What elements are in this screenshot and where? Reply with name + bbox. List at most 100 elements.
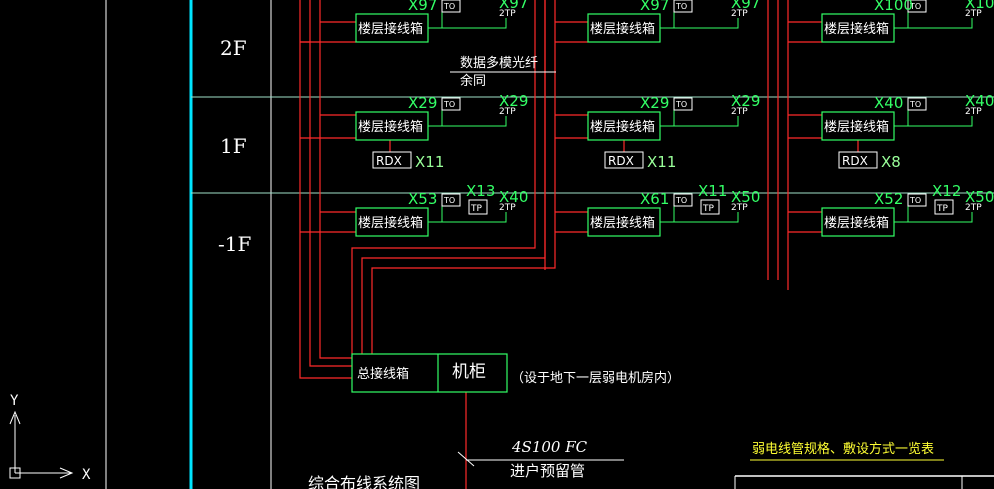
floor-label-2f: 2F (220, 36, 247, 60)
riser-cables (299, 0, 859, 489)
tp2-tag: 2TP (499, 9, 516, 19)
rdx-tag: RDX (376, 154, 402, 168)
to-tag: TO (909, 2, 921, 11)
tp-count: X13 (466, 182, 495, 200)
floor-box-label: 楼层接线箱 (824, 119, 889, 135)
rdx-box (372, 151, 412, 169)
to-socket (441, 97, 461, 111)
floor-box-label: 楼层接线箱 (824, 21, 889, 37)
tp2-count: X29 (499, 92, 528, 110)
box-connector (674, 116, 739, 127)
to-tag: TO (443, 196, 455, 205)
box-connector (442, 18, 507, 29)
main-distribution-box[interactable] (351, 353, 508, 393)
to-count: X97 (640, 0, 669, 14)
to-socket (907, 0, 927, 13)
box-connector (908, 212, 973, 223)
box-connector (908, 116, 973, 127)
floor-label-1f: 1F (220, 134, 247, 158)
rdx-box (838, 151, 878, 169)
box-connector (908, 18, 973, 29)
to-count: X40 (874, 94, 903, 112)
to-count: X53 (408, 190, 437, 208)
box-connector (442, 212, 507, 223)
floor-box-label: 楼层接线箱 (590, 215, 655, 231)
tp2-tag: 2TP (731, 107, 748, 117)
rdx-tag: RDX (608, 154, 634, 168)
box-connector (674, 18, 739, 29)
box-connector (674, 212, 739, 223)
tp-count: X11 (698, 182, 727, 200)
to-tag: TO (675, 196, 687, 205)
box-connector (442, 116, 507, 127)
to-tag: TO (909, 196, 921, 205)
tp-socket (934, 199, 954, 215)
to-socket (673, 97, 693, 111)
to-socket (673, 193, 693, 207)
to-socket (441, 193, 461, 207)
conduit-code: 4S100 FC (511, 438, 588, 456)
fiber-note-line2: 余同 (460, 73, 486, 89)
to-socket (441, 0, 461, 13)
tp-socket (700, 199, 720, 215)
to-count: X29 (640, 94, 669, 112)
to-socket (907, 97, 927, 111)
tp2-count: X29 (731, 92, 760, 110)
conduit-desc: 进户预留管 (510, 462, 585, 480)
tp-socket (468, 199, 488, 215)
conduit-tick (457, 451, 475, 467)
tp2-count: X97 (731, 0, 760, 12)
tp2-count: X40 (499, 188, 528, 206)
to-count: X52 (874, 190, 903, 208)
to-tag: TO (443, 100, 455, 109)
to-tag: TO (675, 2, 687, 11)
to-count: X100 (874, 0, 913, 14)
to-tag: TO (675, 100, 687, 109)
tp2-tag: 2TP (499, 107, 516, 117)
tp2-tag: 2TP (499, 203, 516, 213)
floor-box-label: 楼层接线箱 (590, 119, 655, 135)
tp2-tag: 2TP (965, 9, 982, 19)
rdx-box (604, 151, 644, 169)
diagram-title: 综合布线系统图 (308, 474, 420, 489)
tp2-tag: 2TP (731, 203, 748, 213)
fiber-note-line1: 数据多模光纤 (460, 55, 538, 71)
table-title: 弱电线管规格、敷设方式一览表 (752, 441, 934, 457)
tp2-count: X97 (499, 0, 528, 12)
rdx-count: X11 (415, 153, 444, 171)
tp-tag: TP (702, 204, 714, 214)
cabinet-label: 机柜 (452, 362, 486, 382)
rdx-count: X8 (881, 153, 901, 171)
floor-box-label: 楼层接线箱 (824, 215, 889, 231)
tp-tag: TP (936, 204, 948, 214)
to-tag: TO (909, 100, 921, 109)
tp-tag: TP (470, 204, 482, 214)
axis-x-label: X (82, 467, 91, 483)
tp2-tag: 2TP (965, 203, 982, 213)
floor-box-label: 楼层接线箱 (358, 21, 423, 37)
to-count: X61 (640, 190, 669, 208)
column-3: 楼层接线箱TO2TPX100X100楼层接线箱TO2TPX40X40RDXX8楼… (821, 0, 994, 237)
floor-box-label: 楼层接线箱 (358, 119, 423, 135)
main-box-label: 总接线箱 (357, 366, 409, 382)
tp-count: X12 (932, 182, 961, 200)
tp2-count: X50 (731, 188, 760, 206)
tp2-count: X100 (965, 0, 994, 12)
tp2-tag: 2TP (731, 9, 748, 19)
tp2-count: X40 (965, 92, 994, 110)
to-socket (907, 193, 927, 207)
to-count: X97 (408, 0, 437, 14)
main-box-note: （设于地下一层弱电机房内） (511, 370, 680, 386)
floor-label-b1: -1F (218, 232, 251, 256)
ucs-axis-icon (9, 410, 74, 479)
floor-box-label: 楼层接线箱 (358, 215, 423, 231)
to-tag: TO (443, 2, 455, 11)
axis-y-label: Y (10, 393, 19, 409)
to-socket (673, 0, 693, 13)
tp2-count: X50 (965, 188, 994, 206)
tp2-tag: 2TP (965, 107, 982, 117)
